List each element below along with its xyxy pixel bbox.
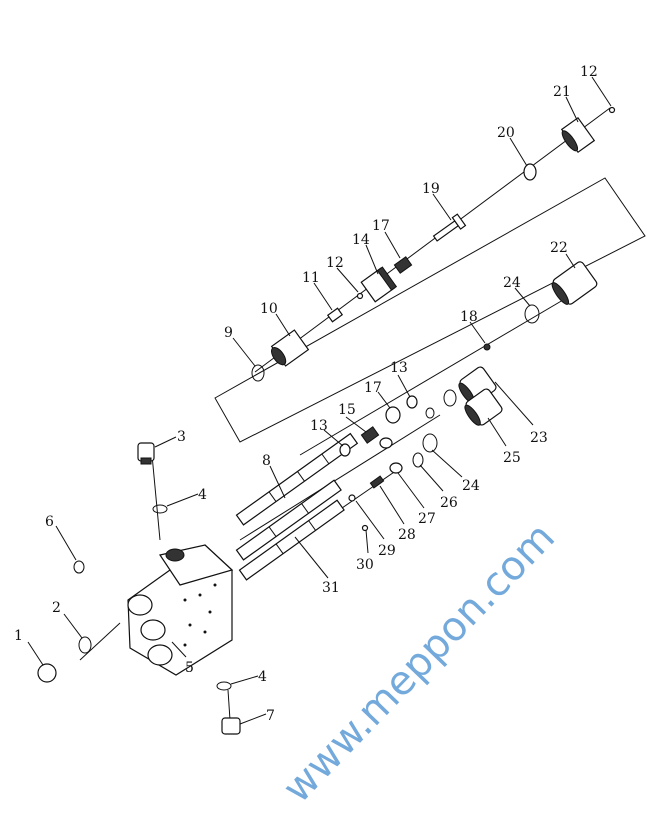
- part-label-12b: 12: [580, 64, 598, 80]
- part-label-14: 14: [352, 232, 370, 248]
- o-ring-part-24: [524, 304, 540, 324]
- part-label-23: 23: [530, 430, 548, 446]
- part-label-24: 24: [503, 275, 521, 291]
- o-ring-part-26: [412, 452, 424, 468]
- ball-part-12b: [608, 106, 616, 114]
- part-label-9: 9: [224, 325, 233, 341]
- seal-part-unlabeled: [443, 389, 457, 407]
- part-label-22: 22: [550, 240, 568, 256]
- bolt-part-19: [432, 213, 467, 242]
- watermark: www.meppon.com: [274, 514, 564, 812]
- plug-part-18: [483, 343, 491, 351]
- part-label-25: 25: [503, 450, 521, 466]
- part-label-2: 2: [52, 600, 61, 616]
- o-ring-part-24b: [422, 433, 438, 453]
- cap-part-22: [551, 261, 598, 305]
- plug-part-3: [137, 442, 155, 465]
- assembly-group-frame: [214, 177, 646, 443]
- cap-part-25: [464, 388, 503, 426]
- sleeve-part-17b: [385, 406, 401, 424]
- part-label-26: 26: [440, 495, 458, 511]
- part-label-8: 8: [262, 453, 271, 469]
- part-label-18: 18: [460, 309, 478, 325]
- pin-part-11: [326, 307, 344, 323]
- leader-lines: [27, 76, 612, 725]
- poppet-part-27: [389, 462, 403, 474]
- part-label-6: 6: [45, 514, 54, 530]
- part-label-3: 3: [177, 429, 186, 445]
- part-label-20: 20: [497, 125, 515, 141]
- o-ring-part-4b: [216, 681, 232, 691]
- part-label-15: 15: [338, 402, 356, 418]
- valve-body-part-5: [127, 544, 234, 676]
- spring-part-28: [369, 475, 385, 489]
- ball-part-29: [348, 494, 356, 502]
- cap-part-21: [560, 116, 596, 154]
- part-label-30: 30: [356, 557, 374, 573]
- spool-part-unlabeled: [235, 479, 342, 561]
- part-label-7: 7: [266, 708, 275, 724]
- fitting-part-14: [360, 266, 398, 303]
- washer-part-13: [406, 395, 418, 409]
- o-ring-part-4: [152, 504, 168, 514]
- spool-part-31: [238, 499, 345, 581]
- washer-part-20: [523, 163, 537, 181]
- seal-part-small: [425, 407, 435, 419]
- snap-ring-part-2: [78, 636, 92, 654]
- part-label-27: 27: [418, 511, 436, 527]
- part-label-19: 19: [422, 181, 440, 197]
- part-label-4b: 4: [258, 669, 267, 685]
- o-ring-part-6: [73, 560, 85, 574]
- spring-part-15: [360, 426, 380, 444]
- spring-part-17: [393, 256, 413, 274]
- spool-part-8: [235, 432, 359, 526]
- part-label-13b: 13: [310, 418, 328, 434]
- ball-part-12: [356, 292, 364, 300]
- part-label-17b: 17: [364, 380, 382, 396]
- part-label-10: 10: [260, 301, 278, 317]
- part-label-13: 13: [390, 360, 408, 376]
- nut-part-10: [270, 329, 310, 367]
- part-label-21: 21: [553, 84, 571, 100]
- part-label-12: 12: [326, 255, 344, 271]
- part-label-29: 29: [378, 543, 396, 559]
- part-label-11: 11: [302, 270, 320, 286]
- part-label-5: 5: [185, 660, 194, 676]
- plug-part-7: [221, 717, 241, 735]
- poppet-part-unlabeled: [379, 437, 393, 449]
- part-label-28: 28: [398, 527, 416, 543]
- ball-part-30: [361, 524, 369, 532]
- part-label-31: 31: [322, 580, 340, 596]
- part-label-17: 17: [372, 218, 390, 234]
- part-label-24b: 24: [462, 478, 480, 494]
- washer-part-13b: [339, 443, 351, 457]
- cap-part-1: [37, 663, 57, 683]
- part-label-4: 4: [198, 487, 207, 503]
- o-ring-part-9: [251, 364, 265, 382]
- part-label-1: 1: [14, 628, 23, 644]
